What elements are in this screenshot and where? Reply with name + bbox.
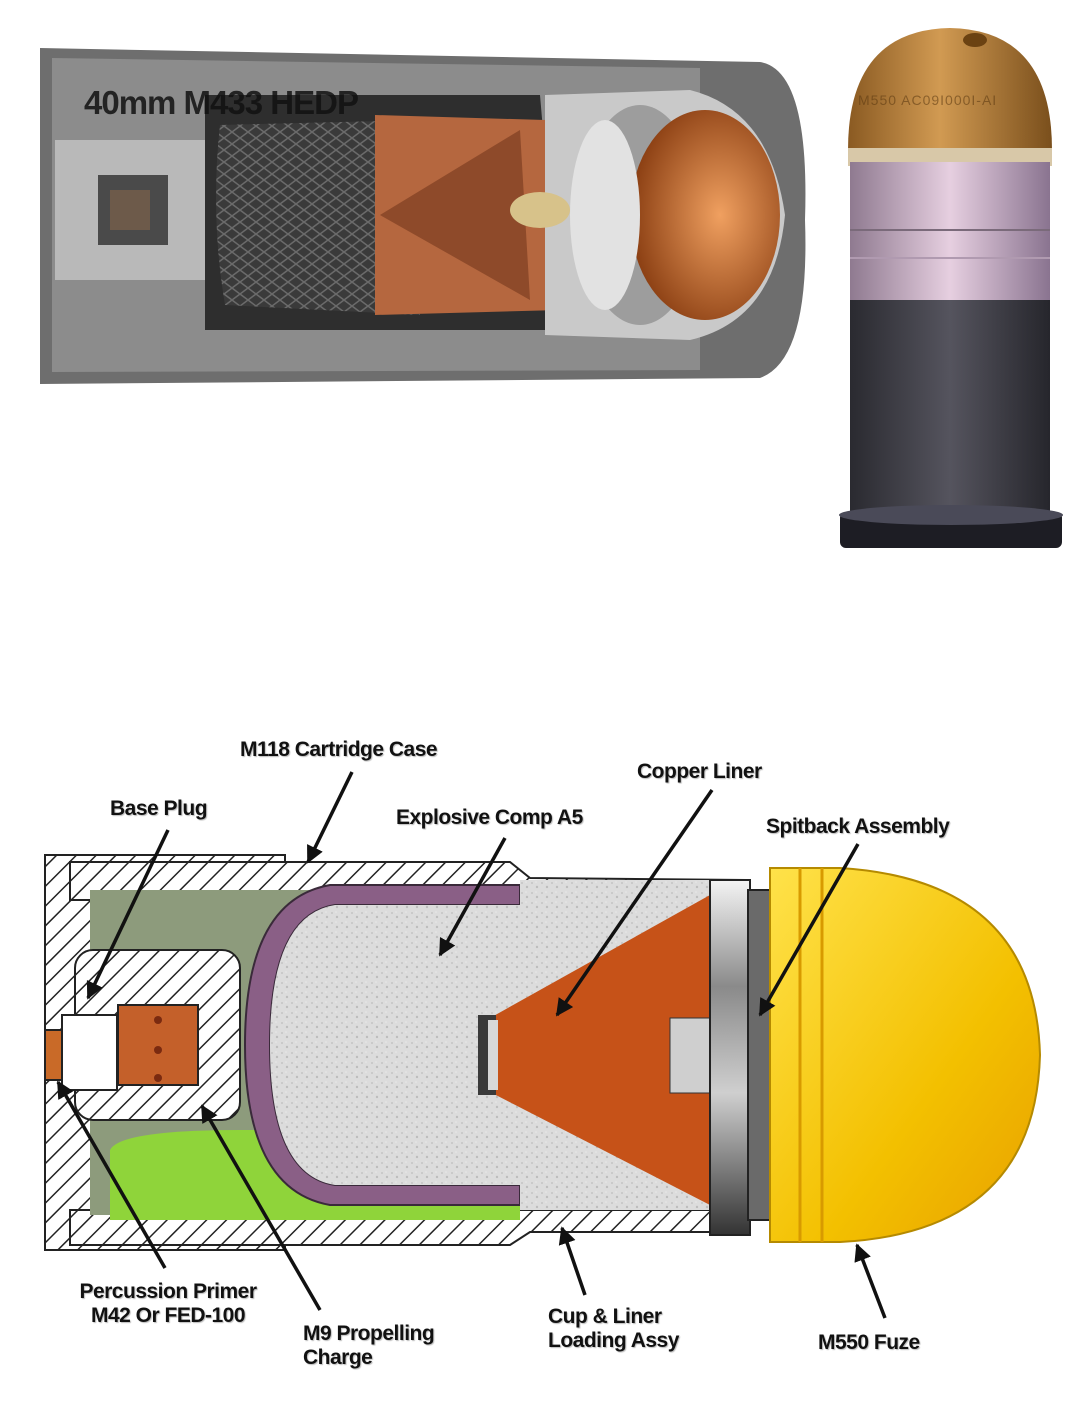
label-propelling-line2: Charge	[303, 1346, 373, 1369]
arrow-fuze	[854, 1243, 887, 1319]
arrow-cup-liner	[558, 1226, 587, 1296]
arrow-propelling	[200, 1104, 322, 1311]
arrow-primer	[56, 1080, 167, 1269]
round-marking: M550 AC09I000I-AI	[858, 92, 998, 108]
label-cup-liner: Cup & Liner Loading Assy	[548, 1305, 679, 1353]
label-propelling: M9 Propelling Charge	[303, 1322, 435, 1370]
label-cup-liner-line1: Cup & Liner	[548, 1305, 662, 1328]
label-base-plug: Base Plug	[110, 797, 208, 820]
label-fuze: M550 Fuze	[818, 1331, 920, 1354]
label-primer: Percussion Primer M42 Or FED-100	[78, 1280, 258, 1328]
intact-round-photo	[839, 28, 1063, 548]
arrow-spitback	[758, 843, 860, 1017]
label-explosive: Explosive Comp A5	[396, 806, 583, 829]
photo-title: 40mm M433 HEDP	[84, 84, 359, 121]
arrow-base-plug	[86, 829, 170, 1000]
cutaway-photo	[40, 48, 806, 384]
arrow-explosive	[438, 837, 507, 957]
label-propelling-line1: M9 Propelling	[303, 1322, 435, 1345]
label-spitback: Spitback Assembly	[766, 815, 950, 838]
label-primer-line1: Percussion Primer	[79, 1280, 257, 1303]
arrow-copper-liner	[555, 789, 714, 1017]
leader-arrows	[56, 771, 887, 1319]
label-cup-liner-line2: Loading Assy	[548, 1329, 679, 1352]
label-primer-line2: M42 Or FED-100	[90, 1304, 246, 1327]
cutaway-diagram	[44, 854, 1042, 1251]
label-cartridge-case: M118 Cartridge Case	[240, 738, 438, 761]
arrow-cartridge-case	[306, 771, 354, 864]
label-copper-liner: Copper Liner	[637, 760, 762, 783]
